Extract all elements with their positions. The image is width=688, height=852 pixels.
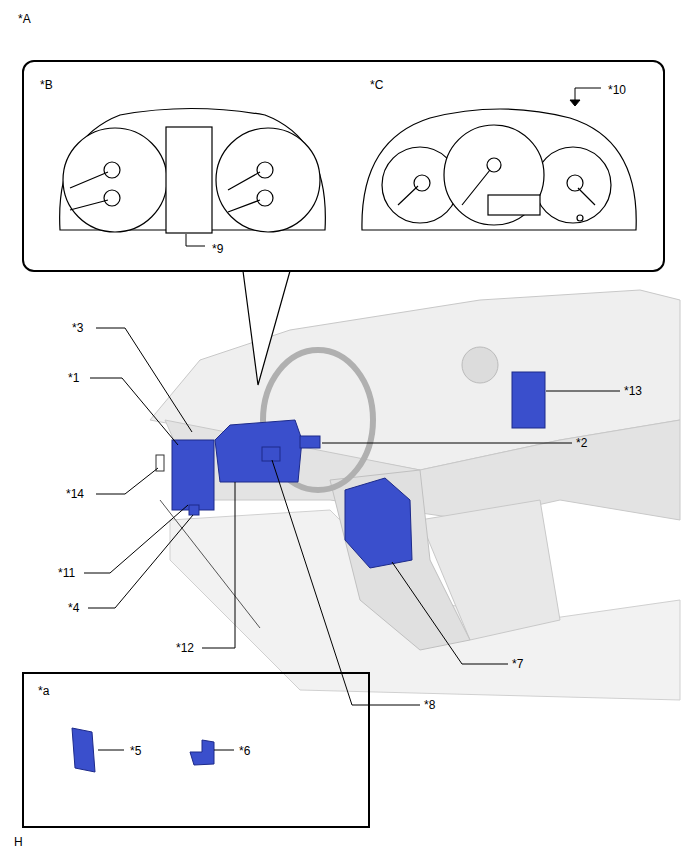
leader-line — [546, 391, 620, 392]
callout-number: *14 — [66, 487, 84, 501]
callout-number: *3 — [72, 321, 83, 335]
meter-housing — [362, 109, 636, 230]
gauge — [216, 128, 320, 232]
meter-insets — [60, 109, 637, 386]
air-vent — [462, 347, 498, 383]
callout-number: *7 — [512, 657, 523, 671]
leader-line — [186, 234, 205, 246]
leader-line — [214, 750, 234, 751]
leader-line — [96, 468, 158, 494]
part-6 — [190, 740, 214, 765]
gauge — [104, 162, 120, 178]
gauge — [63, 128, 167, 232]
callout-number: *4 — [68, 601, 79, 615]
callout-pointer-edge — [243, 271, 290, 385]
display — [166, 127, 212, 233]
switch — [300, 436, 320, 448]
needle — [398, 170, 595, 205]
callout-number: *a — [38, 684, 49, 698]
switch — [262, 447, 280, 461]
body-ecu — [172, 440, 214, 510]
part-5 — [72, 728, 95, 772]
callout-number: *8 — [424, 698, 435, 712]
leader-lines — [84, 88, 620, 750]
shift-assembly — [345, 478, 412, 568]
gauge — [104, 190, 120, 206]
gauge — [535, 147, 611, 223]
leader-line — [202, 482, 235, 648]
combination-meter — [215, 420, 302, 482]
leader-line — [392, 562, 508, 664]
needle — [70, 172, 260, 212]
gauge — [567, 175, 583, 191]
callout-number: *2 — [576, 436, 587, 450]
callout-number: *13 — [624, 384, 642, 398]
highlighted-parts — [72, 372, 545, 772]
center-console — [330, 470, 470, 650]
callout-pointer — [243, 270, 290, 385]
gauge — [257, 162, 273, 178]
gauge — [444, 125, 544, 225]
connector — [189, 505, 199, 515]
leader-line — [575, 88, 601, 100]
arrow-head — [570, 100, 580, 106]
inset-frame: *B *C *9 *10 — [22, 60, 665, 272]
callout-number: *B — [40, 78, 53, 92]
gauge — [257, 190, 273, 206]
inset-frame: *a *5 *6 — [22, 672, 370, 828]
leader-line — [96, 328, 192, 432]
callout-number: *C — [370, 78, 383, 92]
callout-number: *9 — [212, 242, 223, 256]
callout-number: *1 — [68, 371, 79, 385]
callout-number: *A — [18, 12, 31, 26]
ecu-module — [512, 372, 545, 428]
leader-line — [90, 378, 178, 445]
leader-line — [322, 443, 572, 444]
gauge — [414, 175, 430, 191]
gauge — [487, 158, 501, 172]
callout-number: *11 — [58, 566, 75, 580]
vehicle-interior — [150, 290, 680, 700]
callout-number: *10 — [608, 83, 626, 97]
trim-line — [160, 500, 260, 628]
indicator — [577, 215, 583, 221]
leader-line — [88, 515, 193, 608]
leader-line — [272, 460, 420, 705]
callout-number: H — [14, 835, 23, 849]
callout-number: *6 — [239, 744, 250, 758]
callout-number: *12 — [176, 641, 194, 655]
callout-number: *5 — [130, 744, 141, 758]
leader-line — [98, 750, 124, 751]
display — [488, 195, 540, 215]
